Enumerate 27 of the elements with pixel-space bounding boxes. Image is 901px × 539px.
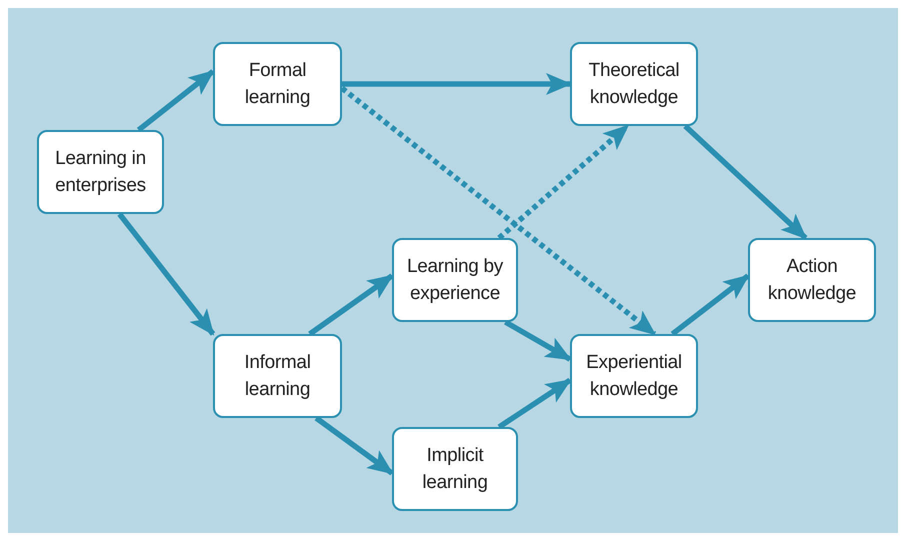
arrow (340, 86, 656, 336)
arrow (136, 69, 215, 132)
box-label: Informal learning (243, 351, 312, 402)
process-box (37, 130, 164, 214)
arrow (670, 274, 750, 336)
box-label: Experiential knowledge (585, 351, 683, 402)
arrow (683, 124, 808, 240)
box-label: Learning by experience (406, 255, 504, 306)
box-label: Action knowledge (766, 255, 858, 306)
arrow (314, 416, 394, 476)
box-label: Theoretical knowledge (588, 59, 680, 110)
arrow (342, 73, 572, 95)
arrow (497, 124, 630, 240)
box-label: Implicit learning (421, 444, 489, 495)
process-box (570, 42, 698, 126)
process-box (213, 42, 342, 126)
arrow (504, 320, 572, 362)
arrow (308, 274, 394, 336)
box-label: Learning in enterprises (54, 147, 147, 198)
process-box (748, 238, 876, 322)
process-box (392, 427, 518, 511)
box-label: Formal learning (244, 59, 312, 110)
process-box (213, 334, 342, 418)
process-box (570, 334, 698, 418)
arrow (498, 378, 572, 430)
process-box (392, 238, 518, 322)
arrow (117, 212, 216, 336)
